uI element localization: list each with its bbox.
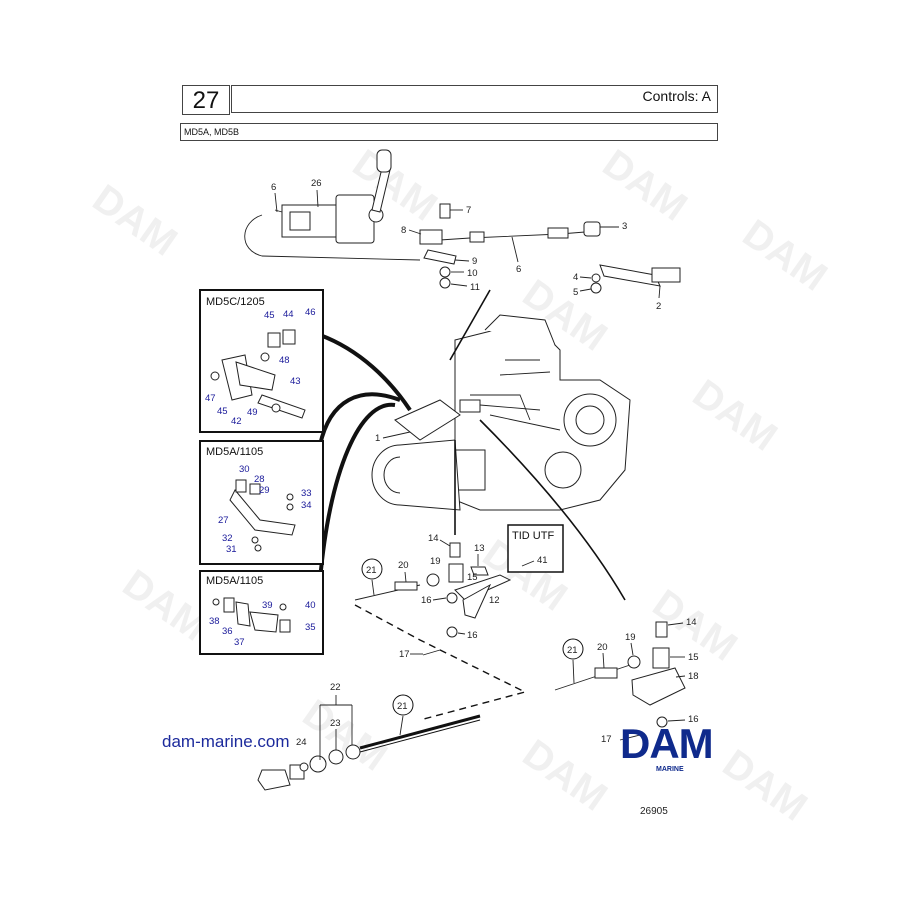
- logo-text: DAM: [620, 720, 714, 767]
- callout: 15: [467, 572, 478, 583]
- callout: 6: [271, 182, 276, 193]
- inset-title: MD5A/1105: [206, 575, 263, 587]
- callout: 36: [222, 626, 233, 637]
- callout: 35: [305, 622, 316, 633]
- callout: 49: [247, 407, 258, 418]
- callout: 14: [428, 533, 439, 544]
- tid-label: TID UTF: [512, 530, 554, 542]
- callout: 45: [217, 406, 228, 417]
- callout: 2: [656, 301, 661, 312]
- callout: 21: [567, 645, 578, 656]
- callout: 34: [301, 500, 312, 511]
- callout: 19: [430, 556, 441, 567]
- drawing-number: 26905: [640, 806, 668, 817]
- callout: 32: [222, 533, 233, 544]
- callout: 15: [688, 652, 699, 663]
- callouts-top: 6 26 7 8 3 9 10 11 6 4 5 2: [271, 178, 661, 312]
- dashed-connection: [354, 604, 527, 721]
- diagram-title-box: Controls: A: [231, 85, 718, 113]
- callouts-right: 14 21 20 19 15 18 16 17: [562, 617, 699, 745]
- callout: 42: [231, 416, 242, 427]
- tid-box: [507, 524, 564, 573]
- callout: 19: [625, 632, 636, 643]
- callout: 11: [470, 282, 480, 293]
- callout: 46: [305, 307, 316, 318]
- callout: 44: [283, 309, 294, 320]
- callout: 9: [472, 256, 477, 267]
- callouts-middle: 14 19 13 15 41 16 12 16 17 20 21: [361, 533, 548, 660]
- callout: 43: [290, 376, 301, 387]
- callout: 30: [239, 464, 250, 475]
- inset-title: MD5C/1205: [206, 296, 265, 308]
- model-line: MD5A, MD5B: [180, 123, 718, 141]
- callout: 14: [686, 617, 697, 628]
- callout: 38: [209, 616, 220, 627]
- callout: 20: [597, 642, 608, 653]
- callout: 12: [489, 595, 500, 606]
- inset-md5a-1105-b: MD5A/1105 38 36 37 39 40 35: [199, 570, 324, 655]
- watermark: DAM: [685, 371, 785, 459]
- callout: 23: [330, 718, 341, 729]
- callout: 45: [264, 310, 275, 321]
- callout: 20: [398, 560, 409, 571]
- callout: 18: [688, 671, 699, 682]
- callout: 17: [601, 734, 612, 745]
- callout: 3: [622, 221, 627, 232]
- watermark: DAM: [515, 731, 615, 819]
- engine-illustration: [371, 314, 631, 511]
- callout: 33: [301, 488, 312, 499]
- callout: 16: [421, 595, 432, 606]
- watermark: DAM: [85, 176, 185, 264]
- callout: 39: [262, 600, 273, 611]
- callout: 8: [401, 225, 406, 236]
- callout: 1: [375, 433, 380, 444]
- callout: 21: [397, 701, 408, 712]
- page-number: 27: [182, 85, 230, 115]
- callout: 48: [279, 355, 290, 366]
- callout: 5: [573, 287, 578, 298]
- website-link[interactable]: dam-marine.com: [162, 732, 290, 751]
- callout: 41: [537, 555, 548, 566]
- callout: 24: [296, 737, 307, 748]
- callout: 4: [573, 272, 578, 283]
- callouts-bottom: 22 23 21 24: [296, 682, 414, 760]
- watermark: DAM: [735, 211, 835, 299]
- callout: 47: [205, 393, 216, 404]
- callout: 17: [399, 649, 410, 660]
- inset-title: MD5A/1105: [206, 446, 263, 458]
- middle-linkage-assembly: [354, 542, 523, 656]
- callout: 28: [254, 474, 265, 485]
- callout: 7: [466, 205, 471, 216]
- control-lever-assembly: [244, 149, 681, 294]
- inset-leader-lines: [318, 289, 626, 601]
- watermark: DAM: [715, 741, 815, 829]
- logo-subtext: MARINE: [656, 766, 684, 773]
- callout: 10: [467, 268, 478, 279]
- callout: 21: [366, 565, 377, 576]
- callout: 16: [467, 630, 478, 641]
- callout: 26: [311, 178, 322, 189]
- right-linkage-assembly: [554, 621, 686, 741]
- callout: 16: [688, 714, 699, 725]
- callout: 27: [218, 515, 229, 526]
- inset-md5c-1205: MD5C/1205 45 44 46 48 43 47 45 42 49: [199, 289, 324, 433]
- callout: 29: [259, 485, 270, 496]
- callout: 13: [474, 543, 485, 554]
- watermark: DAM: [595, 141, 695, 229]
- diagram-title: Controls: A: [642, 88, 711, 104]
- inset-md5a-1105-a: MD5A/1105 30 28 29 33 34 27 32 31: [199, 440, 324, 565]
- callout: 40: [305, 600, 316, 611]
- callout: 22: [330, 682, 341, 693]
- callout: 6: [516, 264, 521, 275]
- callout: 31: [226, 544, 237, 555]
- callout: 37: [234, 637, 245, 648]
